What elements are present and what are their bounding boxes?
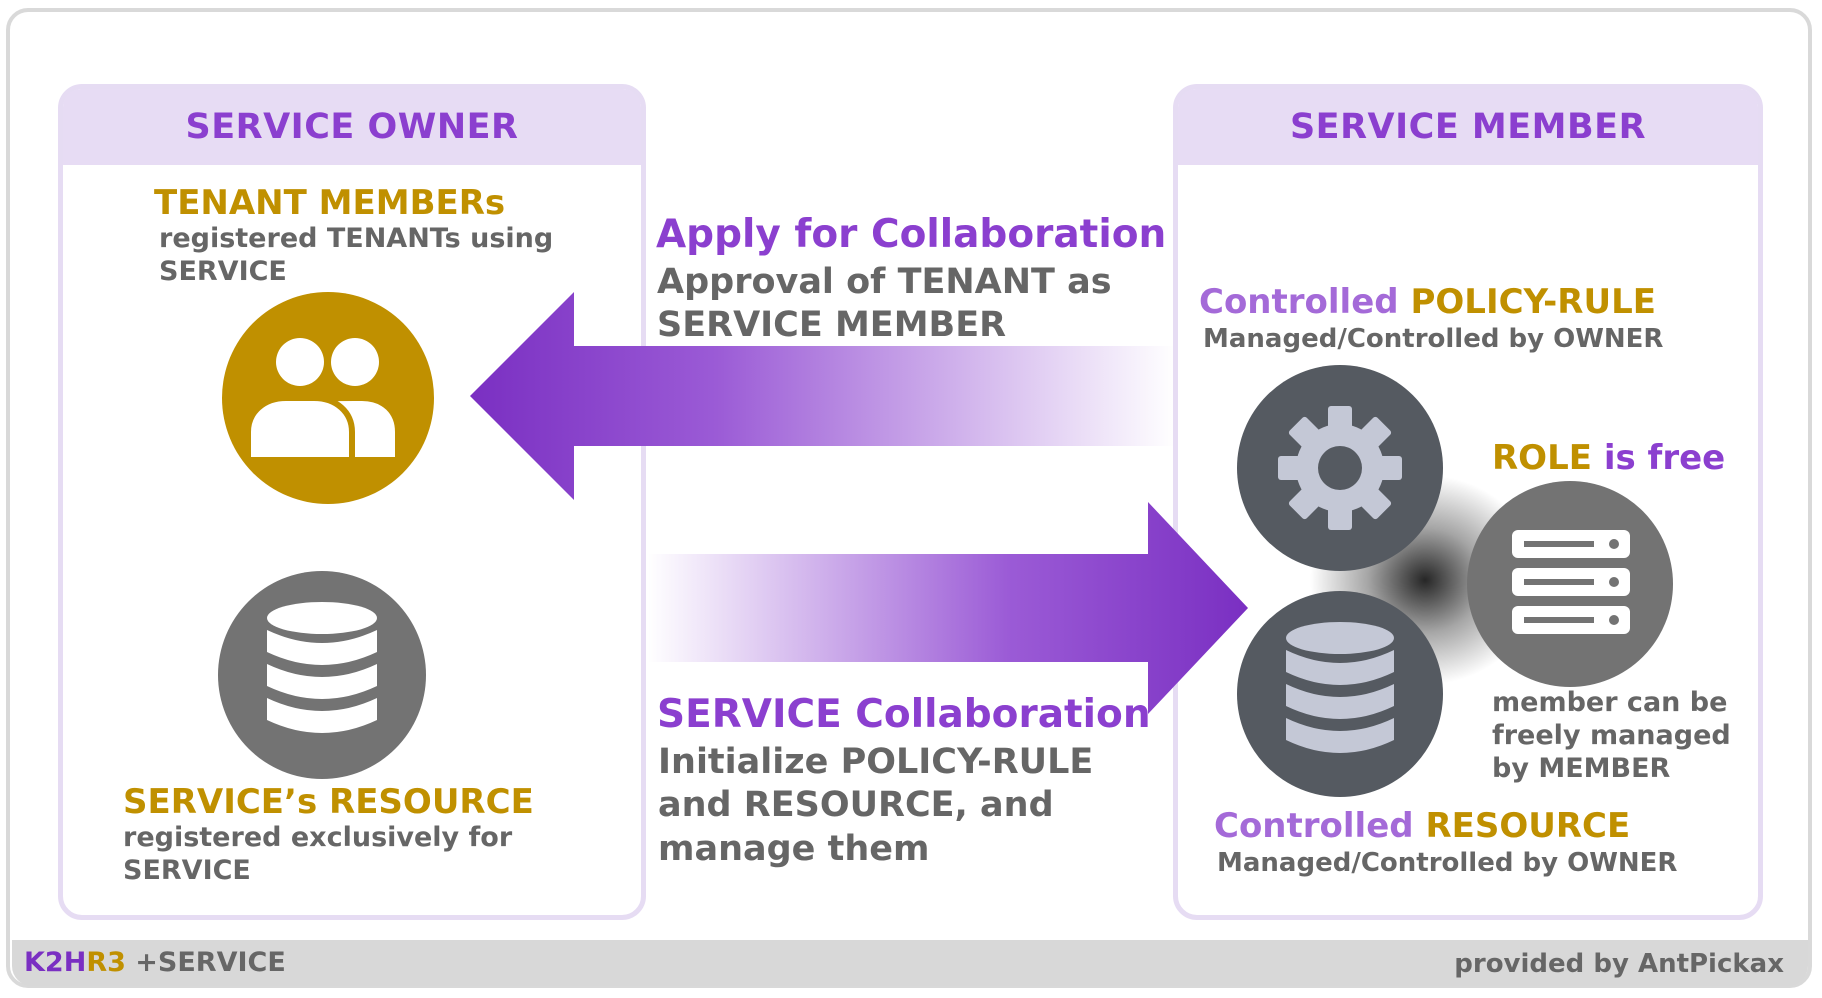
controlled-resource-prefix: Controlled — [1214, 806, 1414, 846]
server-icon — [1467, 481, 1673, 687]
service-resource-title: SERVICE’s RESOURCE — [123, 782, 534, 822]
service-collaboration-title: SERVICE Collaboration — [657, 692, 1151, 737]
brand-suffix: +SERVICE — [135, 947, 286, 978]
database-icon-member — [1237, 591, 1443, 797]
policy-rule-name: POLICY-RULE — [1410, 282, 1656, 322]
service-resource-desc-line1: registered exclusively for — [123, 822, 513, 853]
database-icon-owner — [218, 571, 426, 779]
tenant-members-desc-line1: registered TENANTs using — [159, 223, 554, 254]
service-owner-panel: SERVICE OWNER — [58, 84, 646, 920]
policy-rule-title: Controlled POLICY-RULE — [1199, 282, 1656, 322]
role-desc-line3: by MEMBER — [1492, 753, 1671, 784]
controlled-resource-desc: Managed/Controlled by OWNER — [1217, 848, 1678, 878]
apply-desc-line1: Approval of TENANT as — [657, 262, 1112, 302]
brand-r3: R3 — [86, 947, 126, 978]
collab-desc-line2: and RESOURCE, and — [658, 785, 1054, 825]
service-resource-desc-line2: SERVICE — [123, 855, 251, 886]
collaboration-arrow — [648, 502, 1248, 714]
footer-bar: K2HR3 +SERVICE provided by AntPickax — [12, 940, 1808, 986]
controlled-resource-name: RESOURCE — [1425, 806, 1631, 846]
apply-desc-line2: SERVICE MEMBER — [657, 305, 1007, 345]
service-owner-header: SERVICE OWNER — [63, 89, 641, 165]
gear-icon — [1237, 365, 1443, 571]
collab-desc-line1: Initialize POLICY-RULE — [658, 742, 1094, 782]
role-desc-line1: member can be — [1492, 687, 1728, 718]
users-icon — [222, 292, 434, 504]
brand-k2h: K2H — [24, 947, 87, 978]
role-suffix: is free — [1603, 438, 1726, 478]
apply-collaboration-title: Apply for Collaboration — [656, 212, 1167, 257]
policy-rule-prefix: Controlled — [1199, 282, 1399, 322]
role-desc-line2: freely managed — [1492, 720, 1731, 751]
service-member-header: SERVICE MEMBER — [1178, 89, 1758, 165]
apply-arrow — [470, 292, 1175, 500]
role-title: ROLE is free — [1492, 438, 1725, 478]
footer-credit: provided by AntPickax — [1454, 949, 1784, 979]
tenant-members-desc-line2: SERVICE — [159, 256, 287, 287]
footer-brand: K2HR3 +SERVICE — [24, 947, 286, 978]
controlled-resource-title: Controlled RESOURCE — [1214, 806, 1630, 846]
role-name: ROLE — [1492, 438, 1592, 478]
tenant-members-title: TENANT MEMBERs — [154, 183, 506, 223]
collab-desc-line3: manage them — [658, 829, 930, 869]
policy-rule-desc: Managed/Controlled by OWNER — [1203, 324, 1664, 354]
